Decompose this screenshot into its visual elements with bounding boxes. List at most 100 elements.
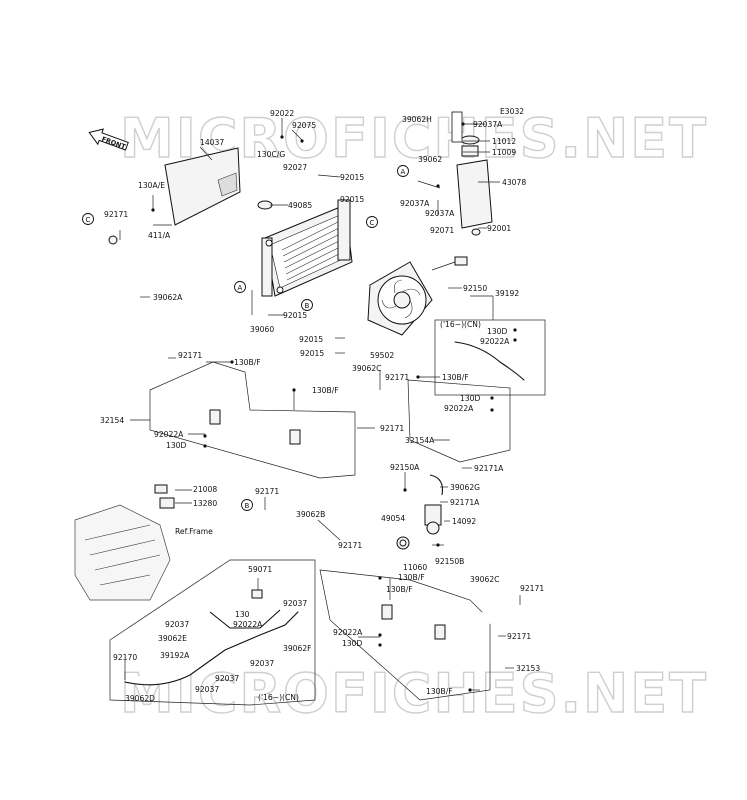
svg-text:A: A: [401, 168, 406, 176]
label-11060: 11060: [403, 563, 427, 572]
pipe-32153: [347, 577, 483, 673]
hose-39192: [454, 341, 525, 381]
label-e3032: E3032: [500, 107, 524, 116]
label-92015-e: 92015: [300, 349, 324, 358]
label-130d-c: 130D: [460, 394, 480, 403]
label-39062e: 39062E: [158, 634, 187, 643]
label-92022a-a: 92022A: [480, 337, 510, 346]
label-39192: 39192: [495, 289, 519, 298]
label-32153: 32153: [516, 664, 540, 673]
clamp-92171-a: [108, 235, 118, 245]
label-92001: 92001: [487, 224, 511, 233]
label-32154a: 32154A: [405, 436, 435, 445]
variant-box-bottom: [109, 559, 316, 706]
label-130c-g: 130C/G: [257, 150, 285, 159]
label-39062g: 39062G: [450, 483, 480, 492]
label-411-a: 411/A: [148, 231, 171, 240]
label-92022: 92022: [270, 109, 294, 118]
leader-lines: [119, 118, 521, 691]
ref-circle-b-low: B: [241, 499, 253, 511]
label-39062h: 39062H: [402, 115, 432, 124]
label-39192a: 39192A: [160, 651, 190, 660]
label-92015-c: 92015: [283, 311, 307, 320]
radiator-screen: [164, 147, 241, 226]
label-92171-d: 92171: [380, 424, 404, 433]
label-59502: 59502: [370, 351, 394, 360]
label-92022a-d: 92022A: [233, 620, 263, 629]
label-39060: 39060: [250, 325, 274, 334]
pipe-32154: [169, 382, 358, 461]
label-130b-f-3: 130B/F: [442, 373, 469, 382]
thermostat-housing: [396, 474, 444, 550]
label-39062f: 39062F: [283, 644, 312, 653]
label-92171a-a: 92171A: [474, 464, 504, 473]
ref-circle-c-left: C: [82, 213, 94, 225]
label-92022a-b: 92022A: [154, 430, 184, 439]
label-130b-f-2: 130B/F: [312, 386, 339, 395]
label-92037-d: 92037: [215, 674, 239, 683]
label-39062a: 39062A: [153, 293, 183, 302]
label-39062c-b: 39062C: [470, 575, 499, 584]
variant-box-top: [434, 319, 546, 396]
label-92171-b: 92171: [178, 351, 202, 360]
label-92037-c: 92037: [250, 659, 274, 668]
label-92015-a: 92015: [340, 173, 364, 182]
ref-circle-c-right: C: [366, 216, 378, 228]
label-92075: 92075: [292, 121, 316, 130]
label-92037-b: 92037: [165, 620, 189, 629]
label-92015-d: 92015: [299, 335, 323, 344]
label-130b-f-1: 130B/F: [234, 358, 261, 367]
label-130b-f-4: 130B/F: [398, 573, 425, 582]
label-39062b: 39062B: [296, 510, 325, 519]
reserve-tank: [417, 111, 493, 236]
label-92071: 92071: [430, 226, 454, 235]
label-92150a: 92150A: [390, 463, 420, 472]
label-92022a-c: 92022A: [444, 404, 474, 413]
label-92037a-b: 92037A: [400, 199, 430, 208]
label-92170: 92170: [113, 653, 137, 662]
label-92171-g: 92171: [520, 584, 544, 593]
svg-text:B: B: [245, 502, 250, 510]
label-39062d: 39062D: [125, 694, 155, 703]
label-92037-e: 92037: [195, 685, 219, 694]
label-92150b: 92150B: [435, 557, 464, 566]
label-11012: 11012: [492, 137, 516, 146]
label-year-cn-bottom: ('16~)(CN): [258, 693, 299, 702]
radiator-cap: [257, 200, 273, 210]
label-59071: 59071: [248, 565, 272, 574]
label-14092: 14092: [452, 517, 476, 526]
ref-circle-b-mid: B: [301, 299, 313, 311]
label-43078: 43078: [502, 178, 526, 187]
svg-text:C: C: [86, 216, 91, 224]
ref-circle-a-left: A: [234, 281, 246, 293]
label-130b-f-5: 130B/F: [386, 585, 413, 594]
cooling-fan: [367, 256, 468, 336]
label-92171-a: 92171: [104, 210, 128, 219]
label-130b-f-6: 130B/F: [426, 687, 453, 696]
label-92037-a: 92037: [283, 599, 307, 608]
label-49054: 49054: [381, 514, 405, 523]
label-92171-e: 92171: [255, 487, 279, 496]
label-130d-a: 130D: [487, 327, 507, 336]
label-92171-f: 92171: [338, 541, 362, 550]
label-92037a-a: 92037A: [473, 120, 503, 129]
label-14037: 14037: [200, 138, 224, 147]
frame-reference: [74, 484, 175, 601]
part-labels: 14037 92022 92075 130C/G 92027 92015 920…: [100, 107, 544, 703]
label-92150: 92150: [463, 284, 487, 293]
label-39062: 39062: [418, 155, 442, 164]
svg-text:A: A: [238, 284, 243, 292]
radiator: [261, 199, 353, 297]
label-130: 130: [235, 610, 250, 619]
label-year-cn-top: ('16~)(CN): [440, 320, 481, 329]
label-92171a-b: 92171A: [450, 498, 480, 507]
label-130d-d: 130D: [342, 639, 362, 648]
label-92037a-c: 92037A: [425, 209, 455, 218]
svg-text:B: B: [305, 302, 310, 310]
label-49085: 49085: [288, 201, 312, 210]
label-39062c-a: 39062C: [352, 364, 381, 373]
label-92171-c: 92171: [385, 373, 409, 382]
label-32154: 32154: [100, 416, 124, 425]
